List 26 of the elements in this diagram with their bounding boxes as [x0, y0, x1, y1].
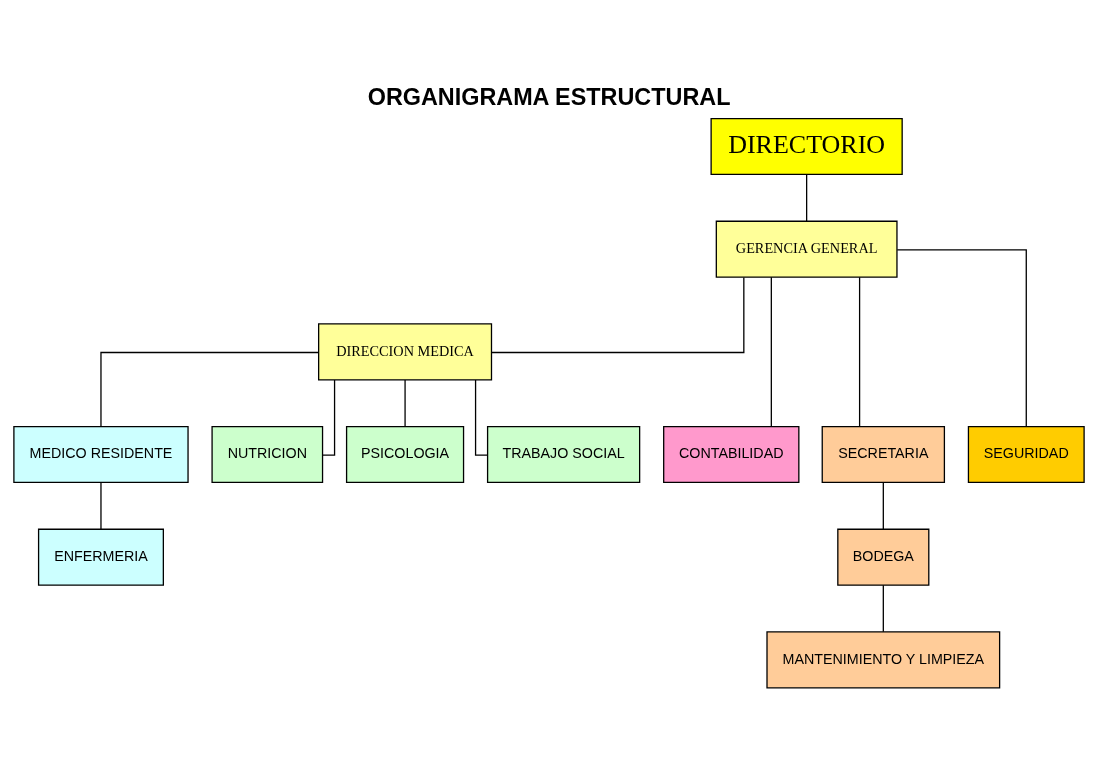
connector	[474, 379, 489, 456]
connector	[100, 351, 319, 427]
connector	[404, 379, 406, 428]
node-box: DIRECCION MEDICA	[318, 323, 493, 381]
connector	[770, 276, 772, 428]
node-box: GERENCIA GENERAL	[715, 220, 898, 278]
node-box: PSICOLOGIA	[345, 425, 465, 484]
connector	[882, 584, 884, 633]
connector	[896, 249, 1027, 428]
node-box: ENFERMERIA	[37, 528, 164, 586]
connector	[100, 481, 102, 530]
node-box: TRABAJO SOCIAL	[486, 425, 641, 484]
node-box: DIRECTORIO	[710, 117, 903, 176]
node-box: MEDICO RESIDENTE	[13, 425, 189, 484]
node-box: CONTABILIDAD	[663, 425, 800, 484]
node-box: SEGURIDAD	[967, 425, 1085, 484]
node-box: SECRETARIA	[821, 425, 946, 484]
connector	[806, 173, 808, 222]
connector	[491, 276, 745, 354]
node-box: NUTRICION	[211, 425, 324, 484]
diagram-title: ORGANIGRAMA ESTRUCTURAL	[367, 83, 731, 110]
node-box: MANTENIMIENTO Y LIMPIEZA	[766, 631, 1001, 689]
node-box: BODEGA	[837, 528, 930, 586]
connector	[322, 379, 336, 456]
connector	[858, 276, 861, 428]
connector	[882, 481, 884, 530]
